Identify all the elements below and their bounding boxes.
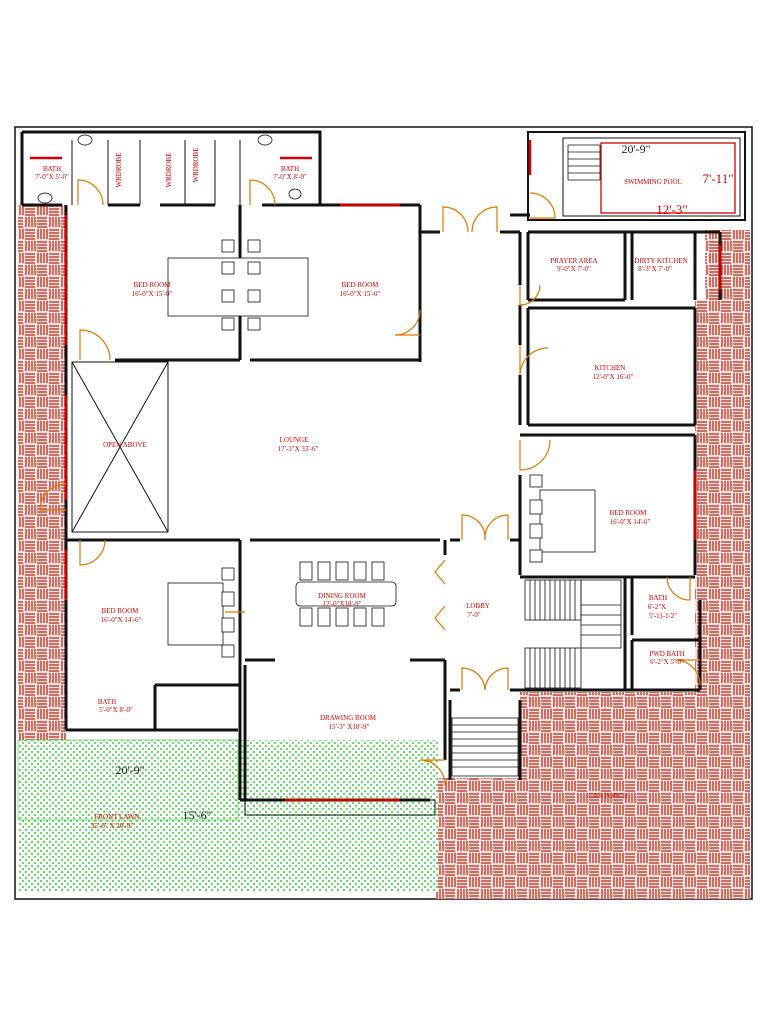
car-porch-label: CAR PORCH [588,792,627,800]
bath-left-size: 5'-0"X 8'-0" [99,706,133,714]
pool-inner-dimension: 12'-3" [656,202,687,217]
bed-top-left-size: 16'-0"X 15'-0" [132,290,173,298]
bath-right-size1: 6'-2"X [648,603,667,611]
doors [39,179,701,786]
kitchen-label: KITCHEN [595,364,626,372]
bed-right-size: 16'-0"X 14'-0" [610,518,651,526]
lobby-label: LOBBY [466,602,490,610]
lobby-size: 7'-0" [467,611,481,619]
furniture [37,134,596,658]
wardrobe-3-label: WRDROBE [192,148,200,183]
pwd-bath-label: PWD BATH [649,650,685,658]
pool-width-dimension: 20'-9" [621,142,650,156]
prayer-label: PRAYER AREA [550,257,597,265]
open-above-label: OPEN ABOVE [103,441,147,449]
dining-label: DINING ROOM [318,592,366,600]
dimension-labels: 20'-9" 7'-11" 12'-3" 20'-9" 15'-6" [115,142,733,822]
lawn-depth-dimension: 15'-6" [182,808,211,822]
bath-top-mid-size: 7'-0"X 8'-0" [273,173,307,181]
dirty-kitchen-size: 8'-3"X 7'-0" [638,265,672,273]
lounge-size: 17'-3"X 33'-6" [278,445,319,453]
dining-size: 12'-0"X18'-9" [323,600,362,608]
drawing-size: 15'-3" X18'-9" [329,723,370,731]
prayer-size: 9'-0"X 7'-0" [557,265,591,273]
bath-top-left-size: 7'-0"X 5'-0" [35,173,69,181]
kitchen-size: 12'-0"X 16'-0" [593,373,634,381]
room-labels: BATH 7'-0"X 5'-0" BATH 7'-0"X 8'-0" WRDR… [35,148,687,831]
pool-label: SWIMMING POOL [624,178,682,186]
bed-left-label: BED ROOM [102,607,140,615]
pool-depth-dimension: 7'-11" [703,171,734,186]
bath-top-mid-label: BATH [281,165,299,173]
bed-right-label: BED ROOM [610,509,648,517]
bath-left-label: BATH [98,698,116,706]
swimming-pool [527,131,746,221]
lounge-label: LOUNGE [280,436,309,444]
plot-boundary [14,126,753,900]
bath-top-left-label: BATH [43,165,61,173]
wardrobe-2-label: WRDROBE [165,153,173,188]
wardrobe-1-label: WRDROBE [115,153,123,188]
front-lawn-label: FRONT LAWN [94,813,139,821]
bed-top-mid-label: BED ROOM [342,281,380,289]
windows [30,140,722,802]
front-lawn-size: 35'-6" X 20'-9" [91,822,134,830]
pwd-bath-size: 6'-2"X 5'-0" [650,658,684,666]
bed-top-left-label: BED ROOM [134,281,172,289]
lawn-width-dimension: 20'-9" [115,763,144,777]
bed-top-mid-size: 16'-0"X 15'-0" [340,290,381,298]
dirty-kitchen-label: DIRTY KITCHEN [634,257,687,265]
bath-right-size2: 5'-11-1/2" [649,612,677,620]
drawing-label: DRAWING ROOM [320,714,377,722]
stairs [451,579,622,777]
bed-left-size: 16'-0"X 14'-6" [101,616,142,624]
bath-right-label: BATH [649,594,667,602]
